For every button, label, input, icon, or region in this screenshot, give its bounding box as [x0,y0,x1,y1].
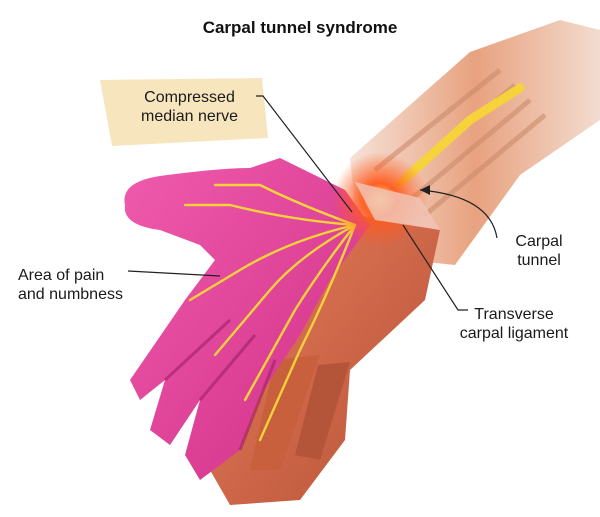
ligament-band [355,182,440,230]
label-carpal-tunnel: Carpal tunnel [494,232,584,270]
label-transverse-carpal-ligament: Transverse carpal ligament [438,305,590,343]
leader-lines [127,95,498,311]
label-area-of-pain: Area of pain and numbness [18,266,158,304]
label-compressed-median-nerve: Compressed median nerve [122,88,257,126]
arrow-head [420,185,430,195]
diagram-title: Carpal tunnel syndrome [202,18,398,37]
label-line: Carpal [515,233,563,250]
label-line: Area of pain [18,267,105,284]
median-nerve-forearm [393,83,525,190]
finger-creases [163,318,277,451]
label-line: tunnel [517,252,561,269]
pinky-finger [295,362,350,460]
label-line: median nerve [141,108,238,125]
label-highlight [100,78,268,146]
label-line: and numbness [18,286,123,303]
label-line: carpal ligament [459,325,569,342]
label-line: Transverse [474,306,554,323]
label-line: Compressed [144,89,235,106]
ring-finger [250,355,320,470]
